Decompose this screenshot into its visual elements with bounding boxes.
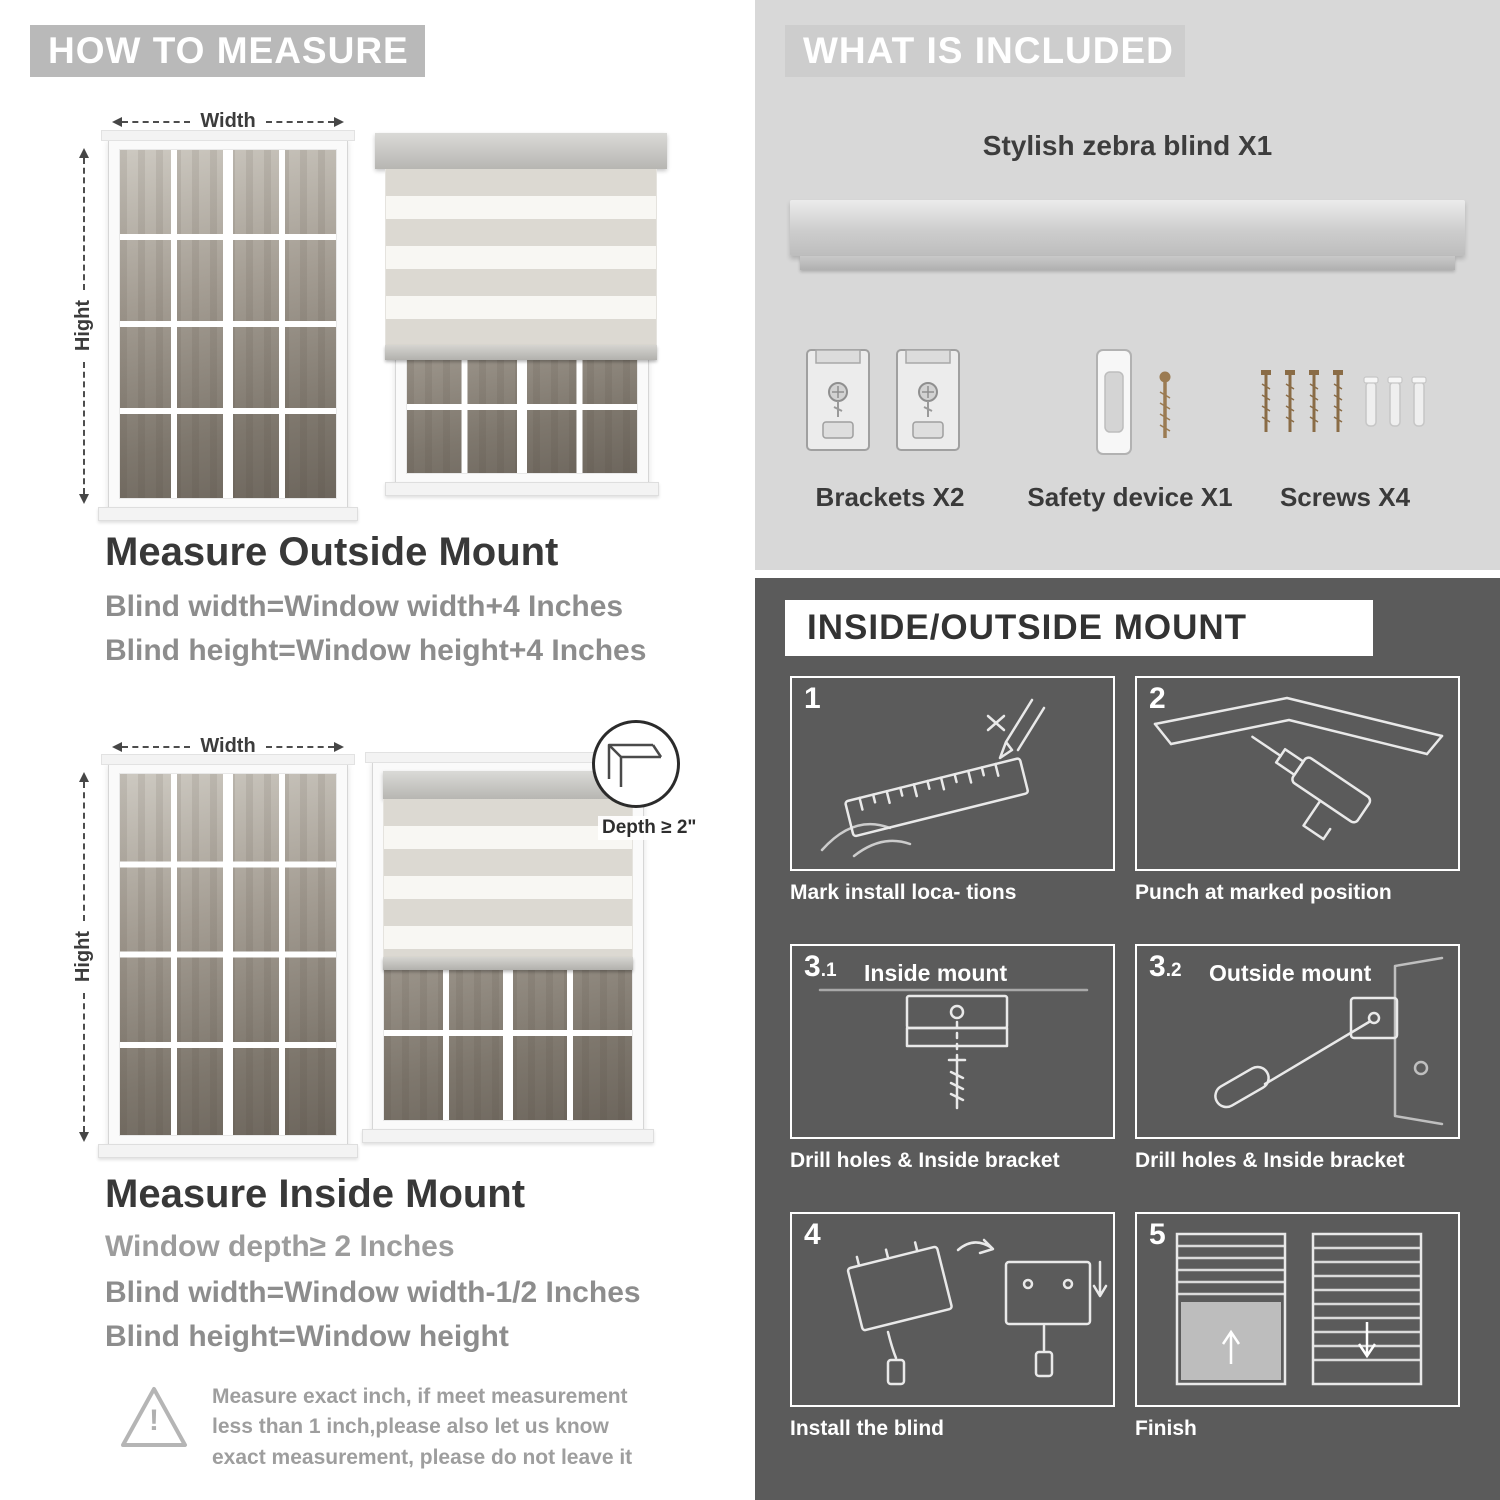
step-3-1-label: Inside mount <box>864 960 1008 986</box>
inside-mount-line1: Window depth≥ 2 Inches <box>105 1230 455 1263</box>
drill-illustration <box>1153 696 1444 841</box>
what-is-included-header: WHAT IS INCLUDED <box>785 25 1185 77</box>
step-3-1-caption: Drill holes & Inside bracket <box>790 1149 1060 1172</box>
screws-icon <box>1250 338 1440 476</box>
blind-stripes <box>385 169 657 345</box>
step-5-box: 5 <box>1135 1212 1460 1407</box>
arrow-left-icon <box>112 741 122 752</box>
step-4-caption: Install the blind <box>790 1417 945 1440</box>
outside-mount-title: Measure Outside Mount <box>105 530 559 574</box>
blind-bottom-rail <box>385 345 657 360</box>
inside-width-label: Width <box>200 735 256 757</box>
outside-mount-line1: Blind width=Window width+4 Inches <box>105 590 624 623</box>
inside-height-arrow: Hight <box>72 772 95 1142</box>
step-2: 2 Punch at marked position <box>1135 676 1460 905</box>
inside-mount-line2: Blind width=Window width-1/2 Inches <box>105 1276 641 1309</box>
step-number: 5 <box>1149 1218 1166 1251</box>
warning-exclamation: ! <box>149 1404 159 1437</box>
outside-width-label: Width <box>200 110 256 132</box>
included-item-screws: Screws X4 <box>1250 338 1440 513</box>
step-4: 4 Install the blind <box>790 1212 1115 1441</box>
safety-device-label: Safety device X1 <box>1027 482 1233 512</box>
how-to-measure-header: HOW TO MEASURE <box>30 25 425 77</box>
step-3-2: 3.2 Outside mount Drill holes & Inside b… <box>1135 944 1460 1173</box>
blind-stripes <box>383 799 633 957</box>
window-photo-outside <box>98 130 358 521</box>
step-5: 5 Finish <box>1135 1212 1460 1441</box>
step-4-box: 4 <box>790 1212 1115 1407</box>
blind-headrail <box>383 771 633 799</box>
arrow-down-icon <box>78 1132 89 1142</box>
step-3-2-label: Outside mount <box>1209 960 1372 986</box>
inside-width-arrow: Width <box>112 735 345 758</box>
depth-detail-icon <box>592 720 680 808</box>
arrow-right-icon <box>334 116 345 127</box>
step-1-caption: Mark install loca- tions <box>790 881 1017 904</box>
step-3-2-box: 3.2 Outside mount <box>1135 944 1460 1139</box>
step-number: 4 <box>804 1218 821 1251</box>
arrow-up-icon <box>78 772 89 782</box>
mount-header: INSIDE/OUTSIDE MOUNT <box>785 600 1373 656</box>
arrow-up-icon <box>78 148 89 158</box>
mount-instructions-panel: INSIDE/OUTSIDE MOUNT 1 <box>755 578 1500 1500</box>
step-5-caption: Finish <box>1135 1417 1197 1440</box>
what-is-included-title: WHAT IS INCLUDED <box>803 30 1174 71</box>
safety-device-icon <box>1025 338 1235 476</box>
blind-headrail <box>375 133 667 169</box>
window-photo-inside <box>98 754 358 1158</box>
inside-height-label: Hight <box>72 931 94 983</box>
outside-mount-line2: Blind height=Window height+4 Inches <box>105 634 647 667</box>
included-item-brackets: Brackets X2 <box>775 338 1005 513</box>
measure-warning-note: ! Measure exact inch, if meet measuremen… <box>118 1382 678 1473</box>
outside-height-label: Hight <box>72 300 94 352</box>
warning-triangle-icon: ! <box>118 1382 190 1454</box>
included-item-safety-device: Safety device X1 <box>1025 338 1235 513</box>
finish-illustration <box>1175 1232 1423 1386</box>
arrow-right-icon <box>334 741 345 752</box>
outside-width-arrow: Width <box>112 110 345 133</box>
step-1: 1 Mark install loca- tions <box>790 676 1115 905</box>
warning-text: Measure exact inch, if meet measurement … <box>212 1385 633 1469</box>
step-number: 3 <box>804 950 821 983</box>
outside-height-arrow: Hight <box>72 148 95 504</box>
step-2-box: 2 <box>1135 676 1460 871</box>
step-number: 3 <box>1149 950 1166 983</box>
brackets-label: Brackets X2 <box>815 482 965 512</box>
blind-headrail-product <box>790 200 1465 270</box>
inside-mount-title: Measure Inside Mount <box>105 1172 526 1216</box>
outside-mount-blind-figure <box>375 133 667 496</box>
step-number: 2 <box>1149 682 1166 715</box>
arrow-left-icon <box>112 116 122 127</box>
mount-title: INSIDE/OUTSIDE MOUNT <box>807 608 1248 647</box>
blind-bottom-rail <box>383 957 633 970</box>
how-to-measure-title: HOW TO MEASURE <box>48 30 409 71</box>
step-3-2-caption: Drill holes & Inside bracket <box>1135 1149 1405 1172</box>
step-3-1-box: 3.1 Inside mount <box>790 944 1115 1139</box>
install-blind-illustration <box>846 1238 1108 1386</box>
step-2-caption: Punch at marked position <box>1135 881 1392 904</box>
inside-bracket-illustration <box>818 988 1089 1110</box>
arrow-down-icon <box>78 494 89 504</box>
step-1-box: 1 <box>790 676 1115 871</box>
screws-label: Screws X4 <box>1279 482 1411 512</box>
window-panes <box>119 149 337 499</box>
outside-bracket-illustration <box>1214 956 1444 1126</box>
step-number: 1 <box>804 682 821 715</box>
step-3-1: 3.1 Inside mount Drill holes & Inside br… <box>790 944 1115 1173</box>
window-panes <box>119 773 337 1136</box>
included-blind-label: Stylish zebra blind X1 <box>982 130 1273 161</box>
what-is-included-panel: WHAT IS INCLUDED Stylish zebra blind X1 <box>755 0 1500 570</box>
brackets-icon <box>775 338 1005 476</box>
depth-label: Depth ≥ 2" <box>598 816 701 840</box>
inside-mount-line3: Blind height=Window height <box>105 1320 509 1353</box>
mark-location-illustration <box>820 698 1046 858</box>
